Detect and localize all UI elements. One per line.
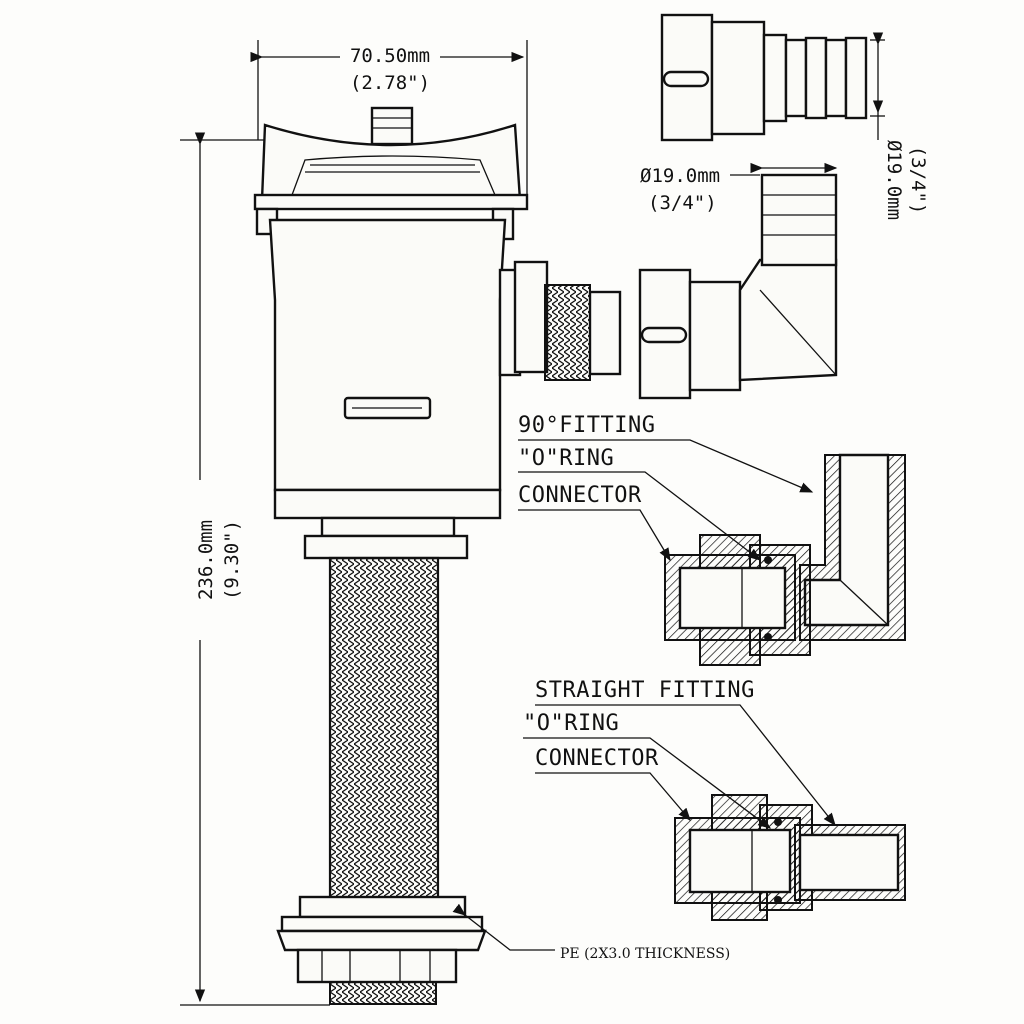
hose-dia-mm-a: Ø19.0mm	[640, 165, 720, 187]
width-in-label: (2.78")	[350, 72, 430, 94]
straight-fitting-label: STRAIGHT FITTING	[535, 678, 755, 703]
pump-body	[253, 106, 622, 1005]
elbow-fitting-section: 90°FITTING "O"RING CONNECTOR	[518, 413, 906, 666]
hose-dia-in-b: (3/4")	[907, 146, 929, 215]
elbow-hose-fitting-view: Ø19.0mm (3/4")	[638, 162, 838, 400]
pe-note-label: PE (2X3.0 THICKNESS)	[560, 946, 730, 962]
height-dimension: 236.0mm (9.30")	[180, 132, 330, 1006]
straight-oring-label: "O"RING	[523, 711, 619, 736]
hose-dia-mm-b: Ø19.0mm	[883, 140, 905, 220]
height-in-label: (9.30")	[221, 520, 243, 600]
elbow-oring-label: "O"RING	[518, 446, 614, 471]
hose-dia-in-a: (3/4")	[648, 192, 717, 214]
straight-connector-label: CONNECTOR	[535, 746, 659, 771]
straight-hose-fitting-view: Ø19.0mm (3/4")	[660, 13, 929, 220]
pe-callout: PE (2X3.0 THICKNESS)	[452, 903, 730, 962]
elbow-connector-label: CONNECTOR	[518, 483, 642, 508]
height-mm-label: 236.0mm	[195, 520, 217, 600]
elbow-fitting-label: 90°FITTING	[518, 413, 655, 438]
width-mm-label: 70.50mm	[350, 45, 430, 67]
straight-fitting-section: STRAIGHT FITTING "O"RING CONNECTOR	[523, 678, 906, 921]
width-dimension: 70.50mm (2.78")	[250, 40, 528, 205]
